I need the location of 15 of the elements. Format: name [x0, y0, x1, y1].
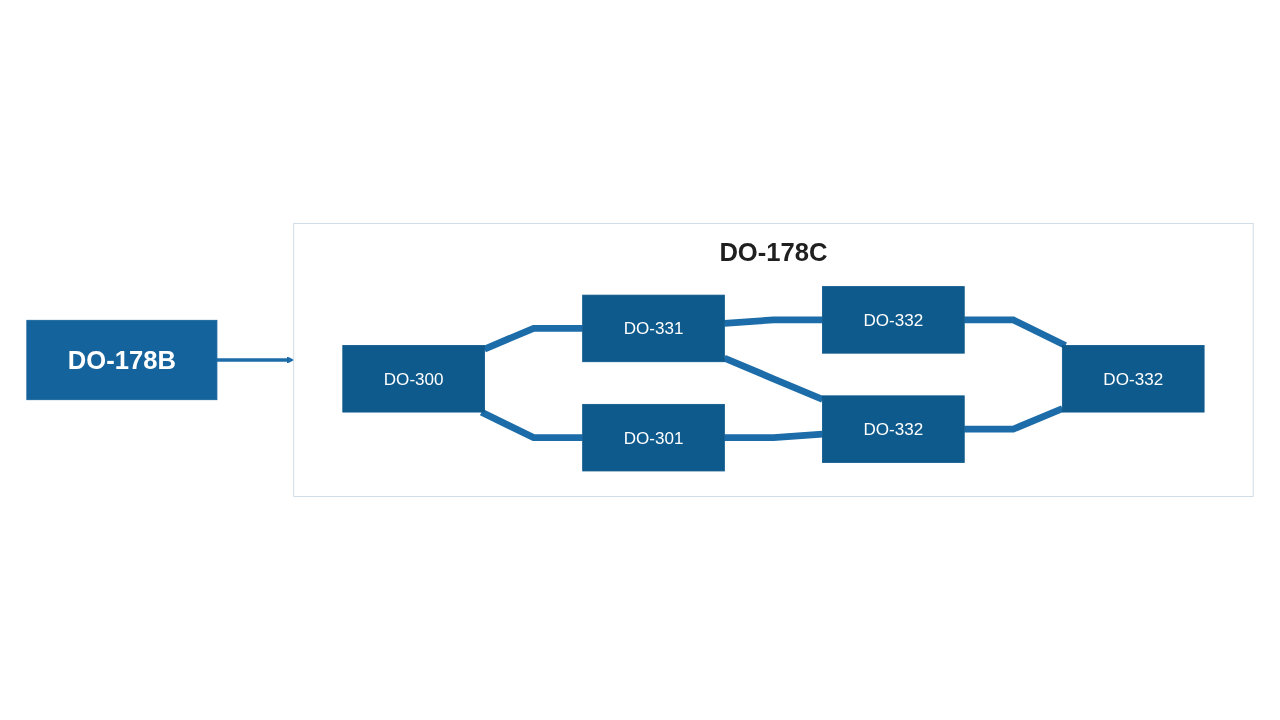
connector — [964, 316, 1067, 349]
node-box: DO-332 — [822, 395, 965, 463]
node-box: DO-332 — [1061, 345, 1205, 413]
connector — [723, 355, 824, 403]
connector — [479, 409, 583, 442]
node-box: DO-300 — [342, 345, 485, 413]
node-box: DO-331 — [582, 294, 725, 363]
node-box: DO-301 — [582, 403, 725, 472]
arrow — [216, 356, 295, 364]
connector — [724, 430, 823, 442]
connector — [724, 316, 823, 327]
connector — [483, 325, 583, 353]
node-box: DO-178B — [26, 319, 218, 401]
connector — [964, 405, 1064, 433]
node-box: DO-332 — [822, 286, 965, 354]
